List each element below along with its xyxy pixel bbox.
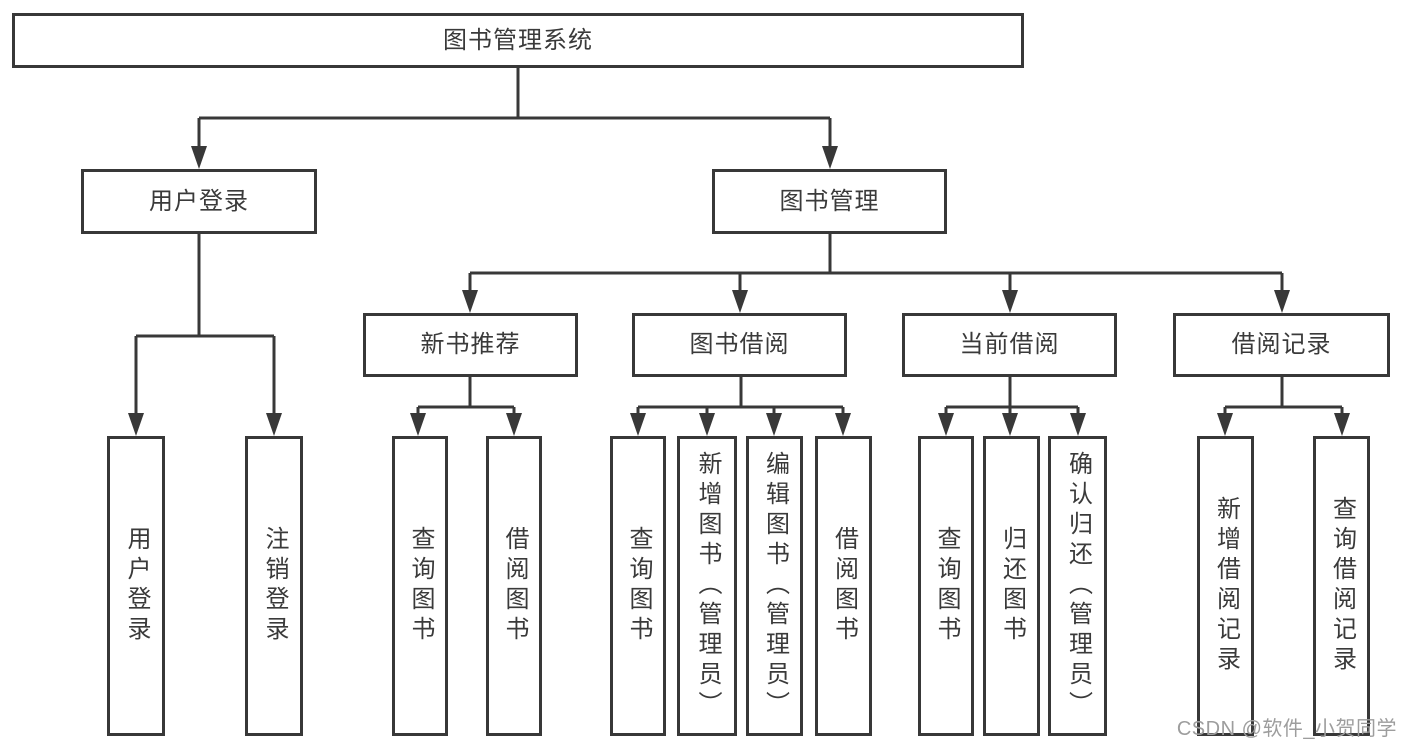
leaf-borrow-books-1: 借阅图书: [486, 436, 542, 736]
node-book-management-label: 图书管理: [779, 187, 880, 215]
leaf-add-book-admin: 新增图书（管理员）: [677, 436, 737, 736]
leaf-borrow-books-1-label: 借阅图书: [501, 526, 528, 646]
leaf-edit-book-admin: 编辑图书（管理员）: [746, 436, 803, 736]
leaf-query-books-3: 查询图书: [918, 436, 974, 736]
leaf-query-borrow-record-label: 查询借阅记录: [1328, 496, 1356, 676]
leaf-logout: 注销登录: [245, 436, 303, 736]
node-user-login-label: 用户登录: [149, 187, 249, 215]
leaf-add-borrow-record: 新增借阅记录: [1197, 436, 1254, 736]
leaf-query-books-1: 查询图书: [392, 436, 448, 736]
node-current-borrow-label: 当前借阅: [959, 331, 1060, 358]
leaf-user-login-label: 用户登录: [123, 526, 150, 646]
leaf-confirm-return-admin: 确认归还（管理员）: [1048, 436, 1107, 736]
node-current-borrow: 当前借阅: [902, 313, 1117, 377]
node-root: 图书管理系统: [12, 13, 1024, 68]
node-new-book-recommend-label: 新书推荐: [420, 331, 521, 358]
leaf-logout-label: 注销登录: [261, 526, 288, 646]
node-new-book-recommend: 新书推荐: [363, 313, 578, 377]
leaf-return-book-label: 归还图书: [998, 526, 1026, 646]
leaf-query-books-2-label: 查询图书: [625, 526, 652, 646]
leaf-borrow-books-2: 借阅图书: [815, 436, 872, 736]
node-book-management: 图书管理: [712, 169, 947, 234]
leaf-query-books-3-label: 查询图书: [933, 526, 960, 646]
connector-root-to-level2: [191, 68, 838, 169]
connector-new-book-branch: [410, 375, 522, 436]
node-book-borrow-label: 图书借阅: [689, 331, 790, 358]
leaf-return-book: 归还图书: [983, 436, 1040, 736]
csdn-watermark: CSDN @软件_小贺同学: [1176, 718, 1397, 740]
node-user-login: 用户登录: [81, 169, 317, 234]
leaf-borrow-books-2-label: 借阅图书: [830, 526, 858, 646]
leaf-edit-book-admin-label: 编辑图书（管理员）: [761, 451, 789, 721]
node-borrow-records: 借阅记录: [1173, 313, 1390, 377]
leaf-query-books-2: 查询图书: [610, 436, 666, 736]
connector-borrow-record-branch: [1217, 375, 1350, 436]
leaf-query-borrow-record: 查询借阅记录: [1313, 436, 1370, 736]
connector-user-login-branch: [128, 234, 282, 436]
connector-current-borrow-branch: [938, 375, 1086, 436]
connector-book-management-branch: [462, 234, 1290, 313]
node-book-borrow: 图书借阅: [632, 313, 847, 377]
leaf-add-borrow-record-label: 新增借阅记录: [1212, 496, 1240, 676]
leaf-user-login: 用户登录: [107, 436, 165, 736]
leaf-add-book-admin-label: 新增图书（管理员）: [694, 451, 721, 721]
leaf-query-books-1-label: 查询图书: [407, 526, 434, 646]
connector-book-borrow-branch: [630, 375, 851, 436]
node-root-label: 图书管理系统: [443, 26, 593, 54]
leaf-confirm-return-admin-label: 确认归还（管理员）: [1064, 451, 1092, 721]
node-borrow-records-label: 借阅记录: [1231, 331, 1332, 358]
